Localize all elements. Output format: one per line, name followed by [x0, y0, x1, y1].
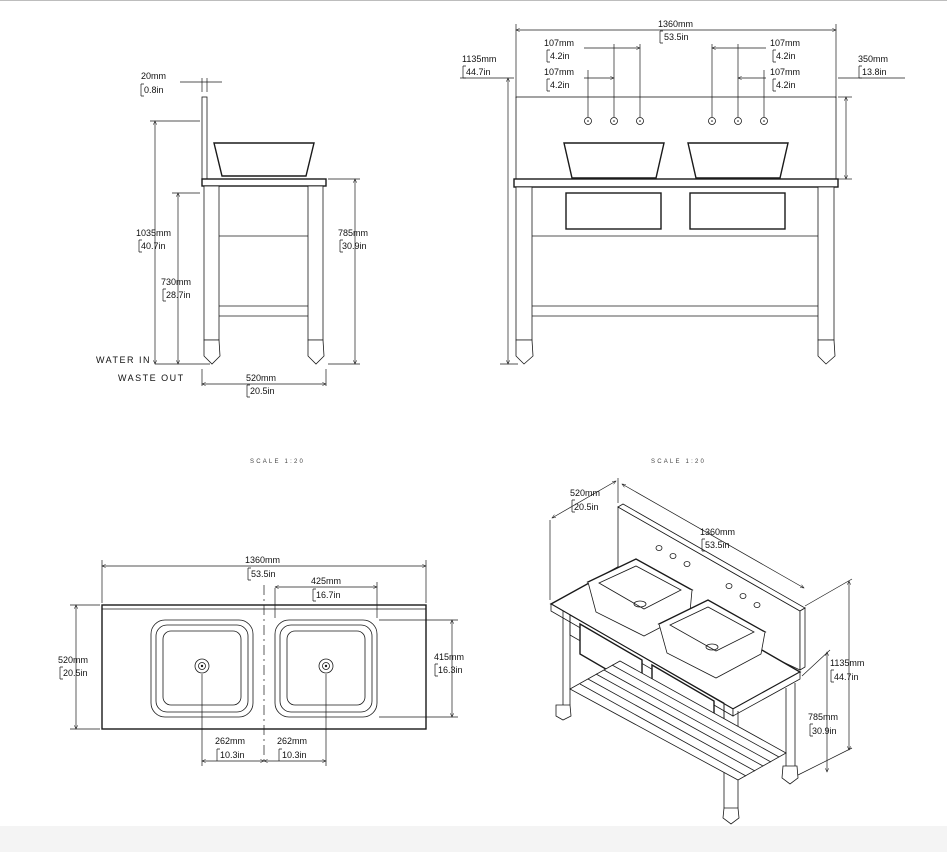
tap-spacing-4-value: 107mm	[770, 67, 800, 77]
iso-width-value: 1360mm	[700, 527, 735, 537]
front-drawer-right	[689, 192, 786, 230]
side-depth-inches: 20.5in	[250, 386, 275, 396]
iso-depth-dimline	[552, 481, 616, 518]
front-foot-right	[817, 339, 836, 365]
front-total-height-inches: 44.7in	[466, 67, 491, 77]
waste-out-label: WASTE OUT	[118, 373, 185, 383]
tap-spacing-3-value: 107mm	[770, 38, 800, 48]
side-countertop	[201, 178, 327, 187]
side-water-height-inches: 28.7in	[166, 290, 191, 300]
side-leg-front	[203, 185, 220, 341]
side-backsplash	[201, 96, 208, 181]
scale-label-left: SCALE 1:20	[250, 459, 305, 465]
plan-width-value: 1360mm	[245, 555, 280, 565]
front-total-height-value: 1135mm	[462, 54, 496, 64]
plan-waste-offset-left-inches: 10.3in	[220, 750, 245, 760]
plan-basin-depth-inches: 16.3in	[438, 665, 463, 675]
front-foot-left	[515, 339, 534, 365]
side-depth-value: 520mm	[246, 373, 276, 383]
side-total-height-value: 1035mm	[136, 228, 171, 238]
front-backsplash-height-value: 350mm	[858, 54, 888, 64]
iso-depth-inches: 20.5in	[574, 502, 599, 512]
front-basin-left	[563, 142, 665, 179]
iso-shelf-slats	[579, 664, 780, 777]
plan-width-inches: 53.5in	[251, 569, 276, 579]
tap-spacing-1-inches: 4.2in	[550, 51, 570, 61]
iso-counter-height-inches: 30.9in	[812, 726, 837, 736]
front-countertop	[513, 178, 839, 188]
plan-waste-left	[194, 658, 210, 674]
tap-spacing-3-inches: 4.2in	[776, 51, 796, 61]
iso-depth-value: 520mm	[570, 488, 600, 498]
plan-basin-width-inches: 16.7in	[316, 590, 341, 600]
side-total-height-inches: 40.7in	[141, 241, 166, 251]
tap-spacing-1-value: 107mm	[544, 38, 574, 48]
sheet-bottom-band	[0, 826, 947, 852]
front-backsplash	[515, 96, 837, 181]
iso-width-dimline	[622, 484, 804, 588]
tap-spacing-2-value: 107mm	[544, 67, 574, 77]
front-backsplash-height-inches: 13.8in	[862, 67, 887, 77]
side-water-height-value: 730mm	[161, 277, 191, 287]
front-width-value: 1360mm	[658, 19, 693, 29]
side-leg-back	[307, 185, 324, 341]
iso-foot-right	[781, 765, 799, 785]
side-thickness-inches: 0.8in	[144, 85, 164, 95]
iso-total-height-inches: 44.7in	[834, 672, 859, 682]
iso-slatted-shelf	[569, 660, 787, 781]
front-leg-right	[817, 186, 835, 341]
side-counter-height-inches: 30.9in	[342, 241, 367, 251]
plan-waste-offset-left-value: 262mm	[215, 736, 245, 746]
front-width-inches: 53.5in	[664, 32, 689, 42]
plan-waste-offset-right-value: 262mm	[277, 736, 307, 746]
side-foot-back	[307, 339, 325, 365]
plan-waste-right	[318, 658, 334, 674]
iso-view: 520mm 20.5in 1360mm 53.5in 1135mm 44.7in…	[549, 478, 864, 825]
plan-depth-inches: 20.5in	[63, 668, 88, 678]
front-basin-right	[687, 142, 789, 179]
plan-waste-offset-right-inches: 10.3in	[282, 750, 307, 760]
water-in-label: WATER IN	[96, 355, 151, 365]
plan-view: 1360mm 53.5in 425mm 16.7in 520mm 20.5in …	[58, 555, 464, 766]
side-view: 20mm 0.8in 1035mm 40.7in 730mm 28.7in 78…	[96, 71, 368, 398]
front-tap-holes	[584, 117, 768, 125]
front-leg-left	[515, 186, 533, 341]
iso-width-inches: 53.5in	[705, 540, 730, 550]
tap-spacing-4-inches: 4.2in	[776, 80, 796, 90]
plan-basin-depth-value: 415mm	[434, 652, 464, 662]
side-basin	[213, 142, 315, 177]
iso-foot-left	[555, 704, 572, 721]
plan-basin-width-value: 425mm	[311, 576, 341, 586]
iso-counter-height-value: 785mm	[808, 712, 838, 722]
side-counter-height-value: 785mm	[338, 228, 368, 238]
front-view: 1360mm 53.5in 107mm 4.2in 107mm 4.2in 10…	[460, 19, 905, 365]
tap-spacing-2-inches: 4.2in	[550, 80, 570, 90]
iso-total-height-value: 1135mm	[830, 658, 864, 668]
side-foot-front	[203, 339, 221, 365]
scale-label-right: SCALE 1:20	[651, 459, 706, 465]
side-thickness-value: 20mm	[141, 71, 166, 81]
plan-depth-value: 520mm	[58, 655, 88, 665]
iso-foot-front	[722, 807, 740, 825]
front-drawer-left	[565, 192, 662, 230]
